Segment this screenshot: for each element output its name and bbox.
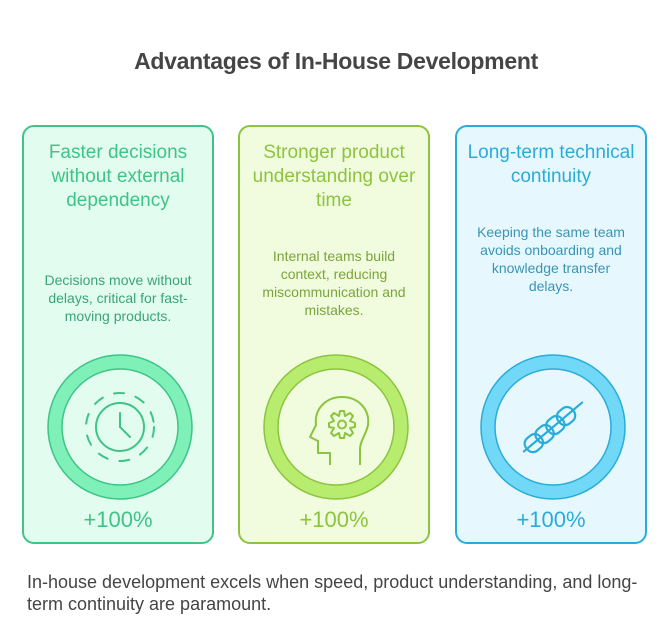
- card-description: Keeping the same team avoids onboarding …: [477, 224, 625, 294]
- footer-summary: In-house development excels when speed, …: [27, 572, 638, 614]
- metric-value: +100%: [83, 507, 153, 532]
- head-gear-icon: [309, 396, 370, 465]
- progress-ring: [263, 354, 409, 500]
- clock-icon: [85, 392, 155, 462]
- progress-ring: [47, 354, 193, 500]
- chain-icon: [522, 401, 584, 454]
- metric-value: +100%: [299, 507, 369, 532]
- card-technical-continuity: Long-term technical continuity Keeping t…: [455, 125, 647, 544]
- card-description: Internal teams build context, reducing m…: [262, 248, 406, 318]
- card-heading: Faster decisions without external depend…: [48, 142, 188, 211]
- page-title: Advantages of In-House Development: [134, 48, 538, 74]
- metric-value: +100%: [516, 507, 586, 532]
- progress-ring: [480, 354, 626, 500]
- card-description: Decisions move without delays, critical …: [44, 272, 192, 324]
- card-product-understanding: Stronger product understanding over time…: [238, 125, 430, 544]
- card-heading: Long-term technical continuity: [467, 142, 635, 187]
- card-heading: Stronger product understanding over time: [252, 142, 416, 211]
- card-faster-decisions: Faster decisions without external depend…: [22, 125, 214, 544]
